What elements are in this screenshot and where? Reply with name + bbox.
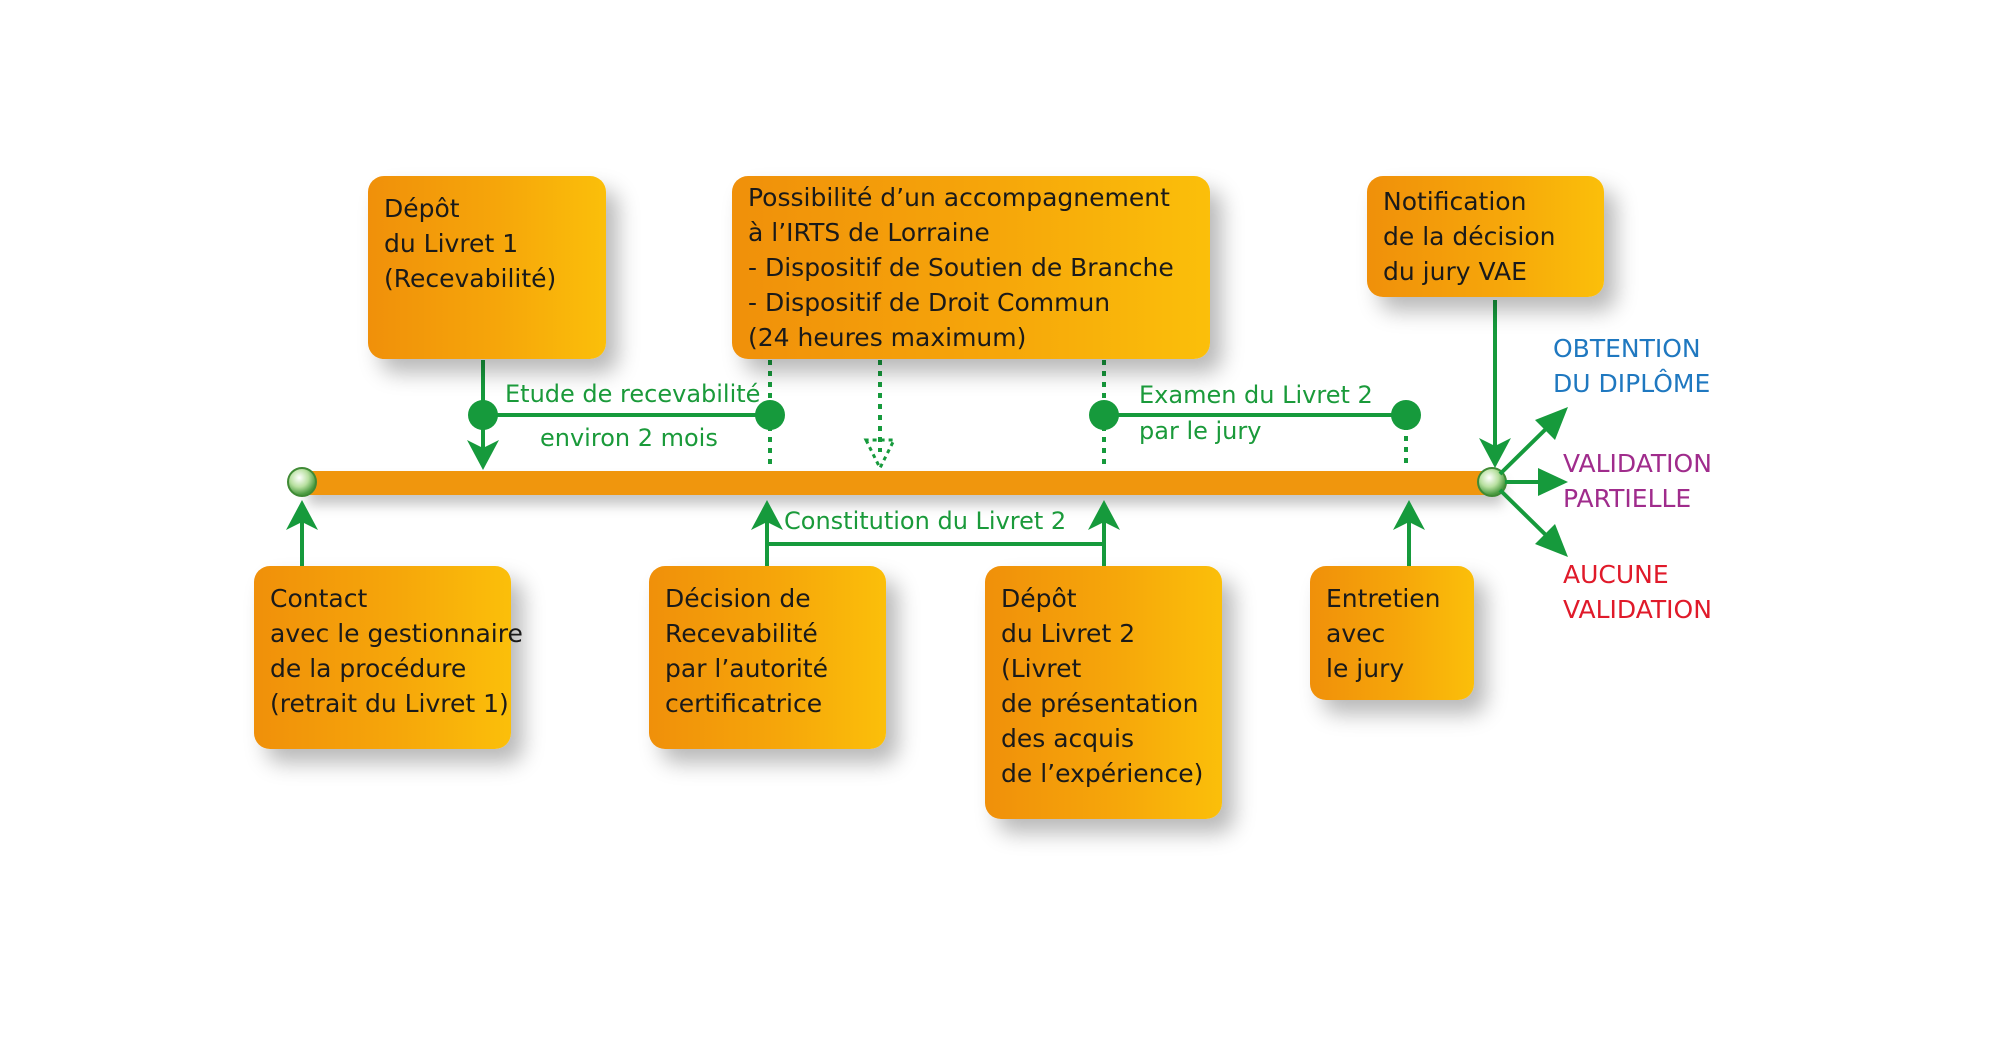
box-entretien-line-3: le jury <box>1326 654 1405 683</box>
label-etude-recevabilite: Etude de recevabilité <box>505 380 761 408</box>
box-contact-line-4: (retrait du Livret 1) <box>270 689 509 718</box>
label-par-le-jury: par le jury <box>1139 417 1262 445</box>
box-depot-livret2-line-2: du Livret 2 <box>1001 619 1136 648</box>
constitution-right-arrowhead <box>1088 500 1120 530</box>
box-notification-line-2: de la décision <box>1383 222 1556 251</box>
box-notification-line-1: Notification <box>1383 187 1527 216</box>
box-decision-recevabilite-line-4: certificatrice <box>665 689 823 718</box>
box-decision-recevabilite-line-1: Décision de <box>665 584 811 613</box>
label-examen-livret2: Examen du Livret 2 <box>1139 381 1373 409</box>
etude-start-dot <box>468 400 498 430</box>
outcome-arrowhead-up <box>1535 407 1568 440</box>
box-accompagnement-line-4: - Dispositif de Droit Commun <box>748 288 1111 317</box>
box-accompagnement-line-2: à l’IRTS de Lorraine <box>748 218 990 247</box>
outcome-arrowhead-mid <box>1538 468 1568 496</box>
box-notification-line-3: du jury VAE <box>1383 257 1527 286</box>
box-contact-line-2: avec le gestionnaire <box>270 619 523 648</box>
box-contact: Contact avec le gestionnaire de la procédu… <box>254 566 523 749</box>
box-depot-livret2-line-4: de présentation <box>1001 689 1199 718</box>
box-decision-recevabilite: Décision de Recevabilité par l’autorité cer… <box>649 566 886 749</box>
label-constitution-livret2: Constitution du Livret 2 <box>784 507 1067 535</box>
outcome-aucune-validation: AUCUNE VALIDATION <box>1563 557 1712 627</box>
outcome-obtention-diplome-line-2: DU DIPLÔME <box>1553 369 1711 398</box>
accompagnement-dashed-arrowhead <box>863 438 897 472</box>
box-decision-recevabilite-line-2: Recevabilité <box>665 619 818 648</box>
box-decision-recevabilite-line-3: par l’autorité <box>665 654 828 683</box>
box-depot-livret1: Dépôt du Livret 1 (Recevabilité) <box>368 176 606 359</box>
box-depot-livret2-line-6: de l’expérience) <box>1001 759 1204 788</box>
box-accompagnement-line-1: Possibilité d’un accompagnement <box>748 183 1170 212</box>
constitution-left-arrowhead <box>751 500 783 530</box>
depot-livret1-arrowhead <box>467 440 499 470</box>
box-accompagnement: Possibilité d’un accompagnement à l’IRTS … <box>732 176 1210 359</box>
examen-start-dot <box>1089 400 1119 430</box>
outcome-arrowhead-down <box>1535 524 1568 557</box>
box-entretien-line-2: avec <box>1326 619 1386 648</box>
notification-arrowhead <box>1479 438 1511 468</box>
etude-end-dot <box>755 400 785 430</box>
box-contact-line-3: de la procédure <box>270 654 467 683</box>
outcome-validation-partielle-line-2: PARTIELLE <box>1563 484 1692 513</box>
box-depot-livret1-line-3: (Recevabilité) <box>384 264 557 293</box>
box-depot-livret2-line-5: des acquis <box>1001 724 1134 753</box>
contact-arrowhead <box>286 500 318 530</box>
entretien-arrowhead <box>1393 500 1425 530</box>
timeline-bar <box>300 471 1495 495</box>
outcome-obtention-diplome: OBTENTION DU DIPLÔME <box>1553 331 1710 401</box>
box-depot-livret1-line-1: Dépôt <box>384 194 460 223</box>
box-depot-livret1-line-2: du Livret 1 <box>384 229 519 258</box>
label-environ-2-mois: environ 2 mois <box>540 424 718 452</box>
box-entretien: Entretien avec le jury <box>1310 566 1474 700</box>
box-depot-livret2: Dépôt du Livret 2 (Livret de présentation de… <box>985 566 1222 819</box>
box-accompagnement-line-3: - Dispositif de Soutien de Branche <box>748 253 1174 282</box>
outcome-obtention-diplome-line-1: OBTENTION <box>1553 334 1701 363</box>
outcome-validation-partielle-line-1: VALIDATION <box>1563 449 1712 478</box>
box-entretien-line-1: Entretien <box>1326 584 1441 613</box>
box-depot-livret2-line-3: (Livret <box>1001 654 1082 683</box>
timeline-start-node <box>287 467 317 497</box>
outcome-validation-partielle: VALIDATION PARTIELLE <box>1563 446 1712 516</box>
outcome-aucune-validation-line-1: AUCUNE <box>1563 560 1669 589</box>
box-contact-line-1: Contact <box>270 584 368 613</box>
examen-end-dot <box>1391 400 1421 430</box>
outcome-aucune-validation-line-2: VALIDATION <box>1563 595 1712 624</box>
box-depot-livret2-line-1: Dépôt <box>1001 584 1077 613</box>
box-notification: Notification de la décision du jury VAE <box>1367 176 1604 297</box>
box-accompagnement-line-5: (24 heures maximum) <box>748 323 1027 352</box>
